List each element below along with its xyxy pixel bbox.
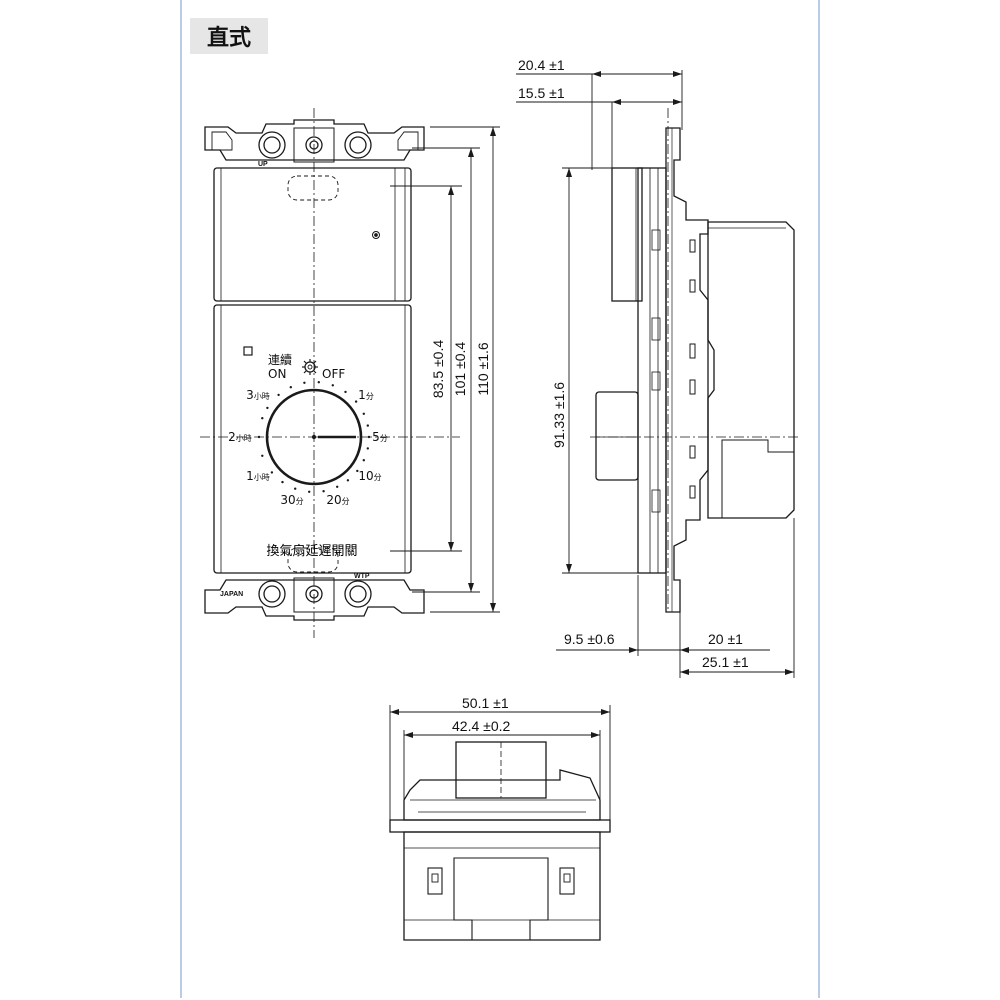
- dial-tick-unit: 小時: [236, 434, 252, 443]
- dial-tick-dot: [317, 381, 320, 384]
- dim-side-depth: 25.1 ±1: [702, 654, 749, 670]
- dial-tick-dot: [344, 390, 347, 394]
- dial-tick-dot: [356, 469, 359, 473]
- side-view: [590, 108, 800, 613]
- dial-tick-label: 10分: [358, 469, 381, 483]
- dial-tick-number: 10: [358, 469, 373, 483]
- dimension-arrows: [390, 71, 794, 738]
- dial-tick-dot: [294, 487, 297, 490]
- dial-tick-dot: [331, 384, 334, 387]
- side-knob: [595, 391, 639, 481]
- dial-tick-dot: [266, 406, 269, 410]
- dial-tick-label: 3小時: [246, 388, 270, 402]
- dial-tick-number: 30: [280, 493, 295, 507]
- dial-tick-unit: 小時: [254, 473, 270, 482]
- product-name-label: 換氣扇延遲開關: [266, 543, 357, 559]
- dial-tick-number: 5: [372, 430, 380, 444]
- dial-tick-dot: [261, 454, 264, 457]
- side-rear-body: [707, 221, 795, 519]
- dial-tick-unit: 分: [366, 392, 374, 401]
- bottom-view: [389, 741, 611, 941]
- continuous-label: 連續: [268, 352, 292, 367]
- dial-tick-number: 1: [246, 469, 254, 483]
- dim-front-total-height: 110 ±1.6: [475, 342, 491, 396]
- dial-tick-dot: [281, 480, 284, 484]
- dial-tick-label: 5分: [372, 430, 388, 444]
- dial-tick-unit: 分: [342, 497, 350, 506]
- dial-tick-unit: 分: [374, 473, 382, 482]
- dial-tick-number: 20: [326, 493, 341, 507]
- dial-tick-label: 2小時: [228, 430, 252, 444]
- dial-tick-dot: [367, 435, 371, 439]
- dim-side-height: 91.33 ±1.6: [551, 382, 567, 448]
- dial-tick-unit: 小時: [254, 392, 270, 401]
- dial-tick-dot: [354, 400, 358, 403]
- dial-tick-dot: [366, 447, 369, 450]
- dim-side-body: 20 ±1: [708, 631, 743, 647]
- dim-bottom-outer: 50.1 ±1: [462, 695, 509, 711]
- on-label: ON: [268, 367, 286, 381]
- dial-tick-dot: [303, 381, 306, 384]
- dial-tick-number: 2: [228, 430, 236, 444]
- dial-tick-number: 1: [358, 388, 366, 402]
- switch-cover: [213, 304, 412, 574]
- dim-side-knob: 9.5 ±0.6: [564, 631, 615, 647]
- dial-tick-number: 3: [246, 388, 254, 402]
- bottom-mounting-plate: [204, 579, 425, 621]
- dial-tick-unit: 分: [296, 497, 304, 506]
- orientation-title: 直式: [190, 18, 268, 54]
- dial-tick-dot: [366, 424, 369, 427]
- dial-tick-label: 1分: [358, 388, 374, 402]
- dial-tick-dot: [308, 490, 311, 493]
- dimension-lines: [389, 70, 795, 832]
- front-view: [200, 108, 460, 638]
- dial-tick-dot: [362, 459, 365, 462]
- dial-tick-dot: [362, 412, 365, 415]
- dial-tick-dot: [346, 479, 350, 482]
- upper-body: [213, 167, 412, 302]
- dial-tick-dot: [289, 386, 292, 389]
- dial-tick-dot: [261, 417, 264, 420]
- dial-tick-dot: [336, 485, 339, 488]
- dim-front-cover-height: 83.5 ±0.4: [430, 340, 446, 398]
- dim-bottom-inner: 42.4 ±0.2: [452, 718, 510, 734]
- side-front-cover: [611, 167, 643, 302]
- top-mounting-plate: [204, 119, 425, 161]
- dim-front-plate-height: 101 ±0.4: [452, 342, 468, 397]
- bottom-flange: [389, 819, 611, 833]
- dial-tick-dot: [322, 490, 325, 493]
- timer-dial: [265, 388, 363, 486]
- off-label: OFF: [322, 367, 345, 381]
- dial-tick-dot: [257, 435, 261, 439]
- model-mark: WTP: [354, 573, 370, 580]
- dial-tick-label: 30分: [280, 493, 303, 507]
- dial-tick-label: 20分: [326, 493, 349, 507]
- indicator-square: [243, 346, 253, 356]
- dial-tick-dot: [277, 393, 280, 397]
- dial-tick-unit: 分: [380, 434, 388, 443]
- bottom-body: [403, 831, 601, 941]
- dial-tick-dot: [270, 471, 274, 474]
- japan-mark: JAPAN: [220, 591, 243, 598]
- dim-side-top-inner: 15.5 ±1: [518, 85, 565, 101]
- dial-tick-label: 1小時: [246, 469, 270, 483]
- dim-side-top-outer: 20.4 ±1: [518, 57, 565, 73]
- content-frame: [180, 0, 820, 998]
- continuous-gear-icon: [302, 359, 318, 375]
- up-mark: UP: [258, 161, 268, 168]
